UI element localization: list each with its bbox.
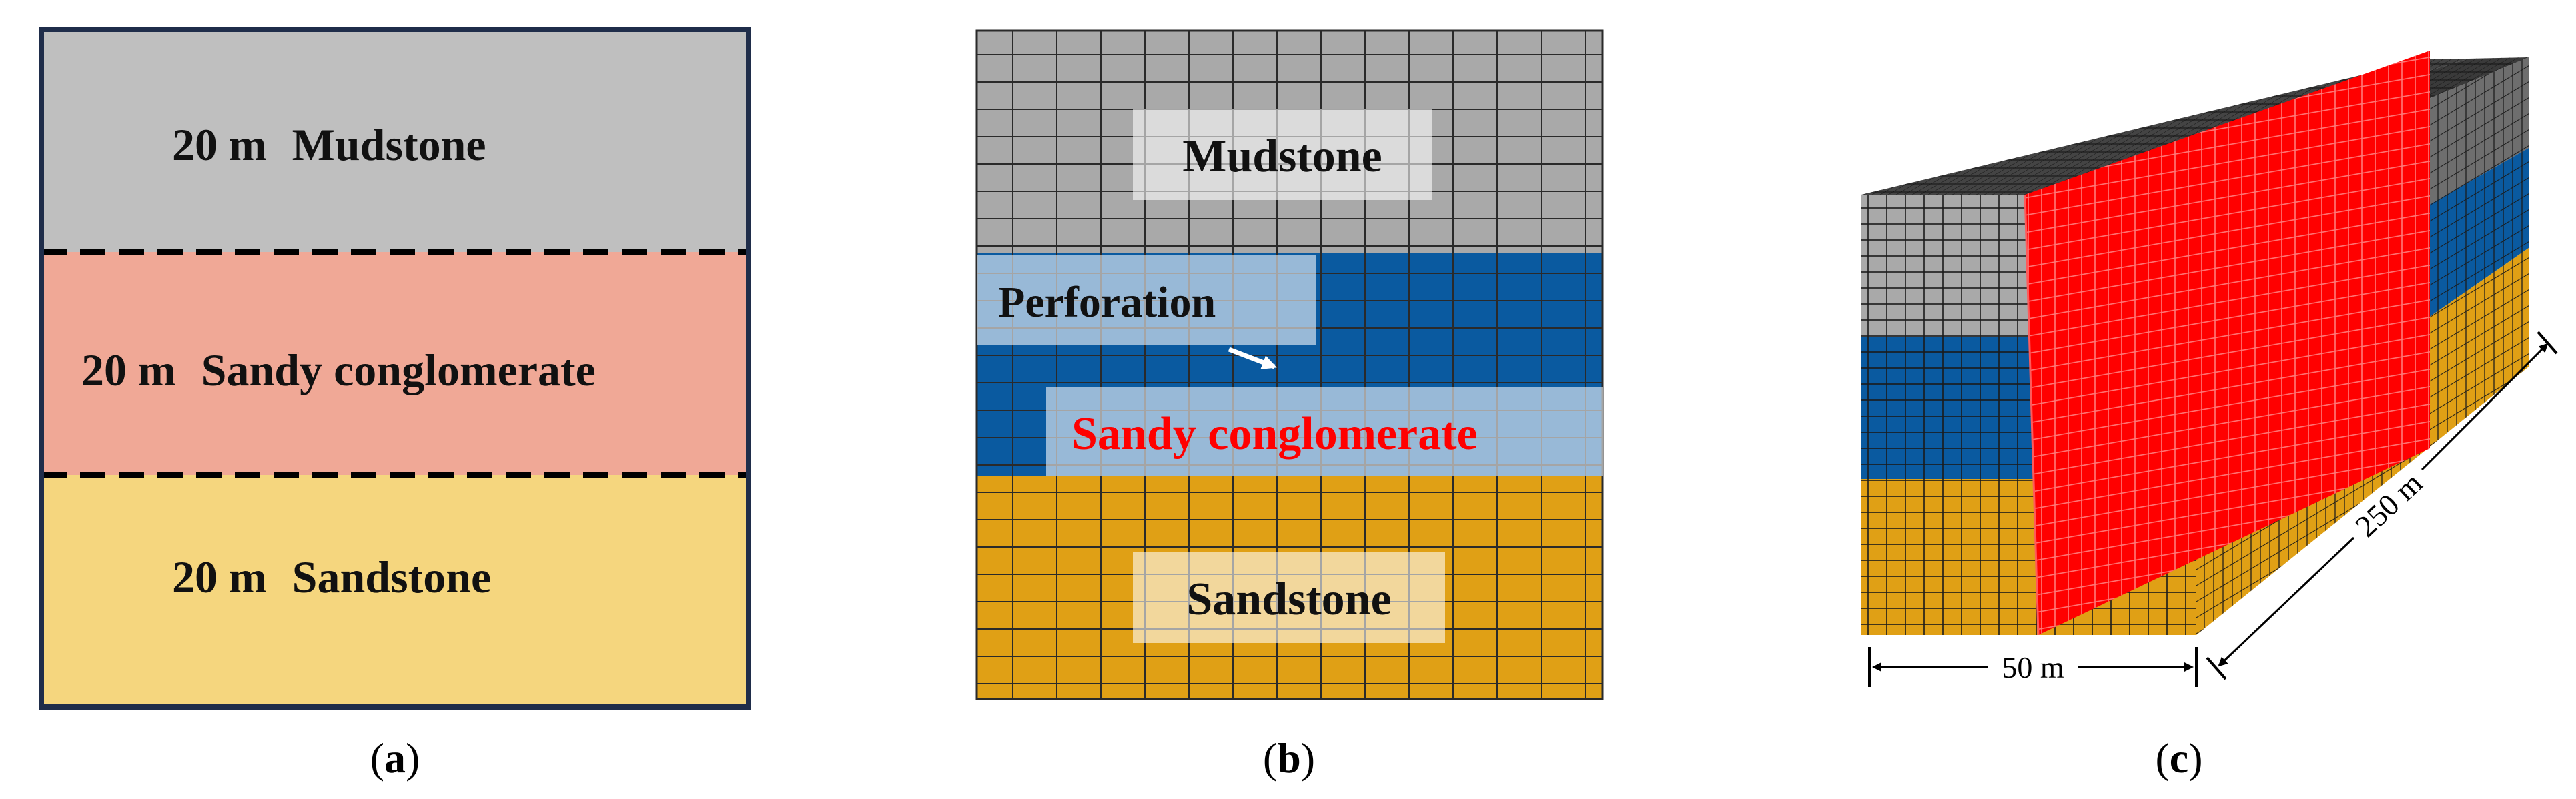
panel-b: Mudstone Perforation Sandy conglomerate … (975, 29, 1604, 782)
sandstone-label: Sandstone (1186, 574, 1391, 625)
perforation-label-box (977, 255, 1316, 345)
mudstone-label: Mudstone (1182, 131, 1382, 182)
layer-name: Sandy conglomerate (201, 345, 596, 395)
caption-letter: a (384, 734, 406, 782)
width-dimension-label: 50 m (2002, 650, 2064, 684)
mudstone-label-box (1133, 109, 1432, 200)
fracture-plane-grid (2025, 51, 2430, 635)
caption-letter: c (2170, 734, 2188, 782)
length-dimension-tick (2537, 331, 2558, 355)
perforation-label: Perforation (998, 278, 1216, 327)
layer-label: 20 m Sandy conglomerate (81, 345, 596, 395)
sandstone-label-box (1133, 552, 1445, 643)
fracture-edge (2024, 194, 2040, 636)
panel-c: 50 m 250 m (c) (1861, 51, 2558, 782)
layer-thickness: 20 m (172, 552, 267, 602)
mesh-border (975, 29, 1604, 700)
sandy-conglomerate-label: Sandy conglomerate (1071, 408, 1478, 460)
layer-name: Mudstone (292, 119, 486, 170)
layer-label: 20 m Sandstone (172, 552, 491, 602)
layer-name: Sandstone (292, 552, 492, 602)
length-dimension-tick (2206, 656, 2227, 680)
sandstone-layer (41, 475, 749, 707)
mudstone-layer (41, 29, 749, 252)
length-dimension-arrow (2218, 536, 2355, 667)
layer-label: 20 m Mudstone (172, 119, 486, 170)
caption-letter: b (1277, 734, 1301, 782)
panel-a-caption: (a) (370, 734, 420, 782)
perforation-arrow (1228, 347, 1277, 369)
panel-a: 20 m Mudstone 20 m Sandy conglomerate 20 m… (39, 27, 751, 782)
layer-thickness: 20 m (172, 119, 267, 170)
conglomerate-label-box (1046, 387, 1603, 476)
sandy-conglomerate-layer (41, 252, 749, 475)
panel-a-border (39, 27, 751, 710)
panel-b-caption: (b) (1263, 734, 1315, 782)
panel-c-caption: (c) (2155, 734, 2202, 782)
length-dimension-arrow (2421, 343, 2549, 471)
layer-thickness: 20 m (81, 345, 176, 395)
